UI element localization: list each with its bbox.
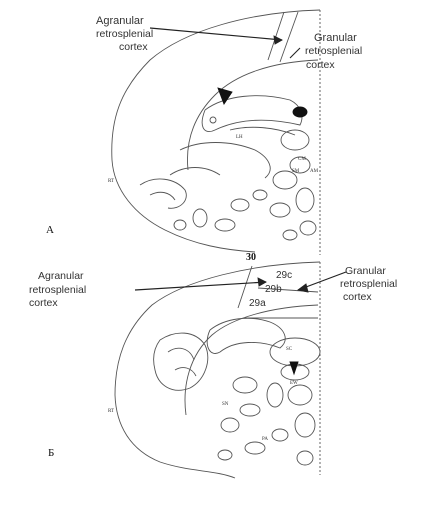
svg-text:SN: SN [222, 402, 229, 407]
svg-text:RT: RT [108, 409, 114, 414]
subregion-29a: 29a [249, 298, 266, 309]
svg-text:LH: LH [236, 135, 243, 140]
panel-a-letter: A [46, 224, 54, 236]
svg-text:PA: PA [262, 437, 268, 442]
svg-text:SM: SM [292, 169, 300, 174]
subregion-29b: 29b [265, 284, 282, 295]
panel-b-granular-label-line2: retrosplenial [340, 278, 398, 290]
panel-a-granular-label-line1: Granular [314, 32, 357, 44]
panel-b-agranular-label-line3: cortex [29, 297, 58, 309]
panel-a-section [111, 9, 321, 255]
panel-b-granular-label-line3: cortex [343, 291, 372, 303]
panel-b-letter: Б [48, 447, 55, 459]
panel-b-agranular-label-line2: retrosplenial [29, 284, 87, 296]
panel-b-agranular-label-line1: Agranular [38, 270, 84, 282]
svg-text:CM: CM [298, 157, 306, 162]
panel-a-granular-label-line3: cortex [306, 59, 335, 71]
panel-b-section [114, 261, 347, 479]
atlas-abbreviations: RT LH CM SM AM RT SC EW SN PA [108, 135, 319, 442]
svg-text:AM: AM [310, 169, 319, 174]
panel-a-agranular-label-line3: cortex [119, 41, 148, 53]
svg-text:RT: RT [108, 179, 114, 184]
page-number: 30 [246, 252, 256, 263]
svg-text:EW: EW [290, 381, 298, 386]
panel-a-agranular-label-line1: Agranular [96, 15, 144, 27]
panel-a-granular-label-line2: retrosplenial [305, 45, 363, 57]
panel-b-granular-label-line1: Granular [345, 265, 386, 277]
svg-text:SC: SC [286, 347, 293, 352]
subregion-29c: 29c [276, 270, 293, 281]
panel-a-agranular-label-line2: retrosplenial [96, 28, 154, 40]
